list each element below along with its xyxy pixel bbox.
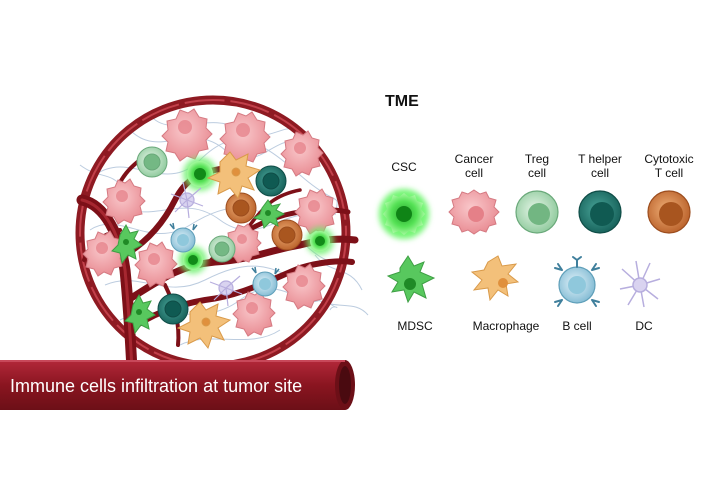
legend-treg-icon [515, 190, 559, 234]
legend-label-cytotoxic-1: Cytotoxic [644, 152, 693, 166]
legend-t-helper-icon [578, 190, 622, 234]
legend-label-t-helper-1: T helper [578, 152, 622, 166]
legend-label-mdsc: MDSC [397, 319, 433, 333]
legend-label-macrophage: Macrophage [473, 319, 540, 333]
dc-group [170, 181, 243, 307]
legend-label-treg-1: Treg [525, 152, 549, 166]
legend-dc-icon [619, 260, 661, 308]
banner-text: Immune cells infiltration at tumor site [10, 376, 302, 396]
legend-label-cancer-cell-1: Cancer [455, 152, 494, 166]
mdsc-group [111, 199, 286, 335]
legend-title: TME [385, 93, 419, 110]
cancer-cell [219, 111, 271, 165]
legend-cancer-cell-icon [448, 189, 500, 235]
legend-csc-icon [379, 189, 429, 239]
legend-label-b-cell: B cell [562, 319, 591, 333]
legend-label-t-helper-2: cell [591, 166, 609, 180]
legend-label-treg-2: cell [528, 166, 546, 180]
treg-group [136, 146, 236, 263]
legend-row-1: CSC Cancer cell Treg cell T helper cell … [379, 152, 694, 239]
macrophage-group [176, 151, 262, 350]
cytotoxic-group [225, 192, 303, 251]
legend-b-cell-icon [554, 256, 600, 307]
csc-group [179, 157, 334, 274]
b-cell-group [169, 222, 280, 297]
legend-label-cancer-cell-2: cell [465, 166, 483, 180]
tumor-cells [82, 108, 338, 350]
legend-mdsc-icon [386, 255, 436, 304]
legend-row-2: MDSC Macrophage B cell DC [386, 255, 661, 333]
legend-cytotoxic-icon [647, 190, 691, 234]
legend-macrophage-icon [470, 255, 520, 302]
legend-label-dc: DC [635, 319, 653, 333]
main-blood-vessel [0, 360, 355, 410]
legend-label-cytotoxic-2: T cell [655, 166, 683, 180]
legend-label-csc: CSC [391, 160, 417, 174]
t-helper-group [157, 165, 287, 325]
